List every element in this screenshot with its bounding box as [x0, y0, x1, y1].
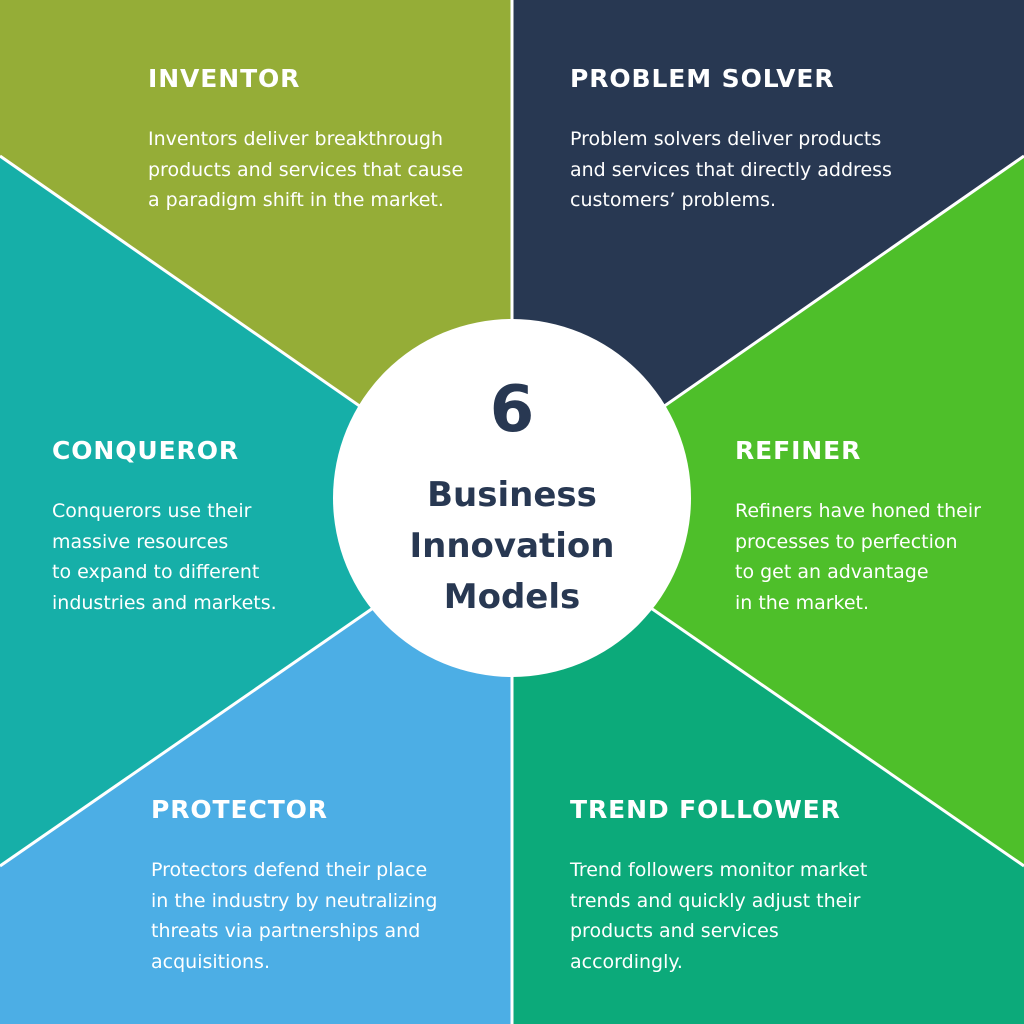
conqueror-line: to expand to different — [52, 561, 260, 583]
segment-protector — [0, 512, 512, 1024]
conqueror-line: Conquerors use their — [52, 500, 252, 522]
center-title: Business Innovation Models — [410, 470, 615, 623]
inventor-line: products and services that cause — [148, 158, 464, 181]
trend-follower-line: trends and quickly adjust their — [570, 889, 861, 912]
problem-solver-description: Problem solvers deliver products and ser… — [570, 124, 892, 216]
trend-follower-title: TREND FOLLOWER — [570, 795, 841, 824]
segment-trend-follower — [512, 512, 1024, 1024]
refiner-title: REFINER — [735, 436, 862, 465]
inventor-line: a paradigm shift in the market. — [148, 189, 444, 211]
trend-follower-line: products and services — [570, 920, 779, 942]
protector-title: PROTECTOR — [151, 795, 328, 824]
segment-refiner — [512, 156, 1024, 866]
protector-block: PROTECTOR Protectors defend their place … — [151, 795, 437, 977]
refiner-line: Refiners have honed their — [735, 500, 981, 522]
segment-conqueror — [0, 156, 512, 866]
problem-solver-line: Problem solvers deliver products — [570, 128, 882, 150]
protector-description: Protectors defend their place in the ind… — [151, 855, 437, 977]
inventor-block: INVENTOR Inventors deliver breakthrough … — [148, 64, 463, 216]
inventor-description: Inventors deliver breakthrough products … — [148, 124, 463, 216]
trend-follower-block: TREND FOLLOWER Trend followers monitor m… — [570, 795, 867, 977]
trend-follower-description: Trend followers monitor market trends an… — [570, 855, 867, 977]
refiner-block: REFINER Refiners have honed their proces… — [735, 436, 981, 618]
center-circle — [333, 319, 691, 677]
center-title-line-3: Models — [443, 576, 581, 617]
center-label: 6 Business Innovation Models — [333, 333, 691, 663]
problem-solver-line: customers’ problems. — [570, 189, 777, 211]
models-count: 6 — [489, 372, 535, 447]
refiner-line: in the market. — [735, 591, 870, 614]
refiner-description: Refiners have honed their processes to p… — [735, 496, 981, 618]
problem-solver-line: and services that directly address — [570, 158, 892, 181]
conqueror-line: industries and markets. — [52, 591, 277, 614]
conqueror-title: CONQUEROR — [52, 436, 240, 465]
protector-line: threats via partnerships and — [151, 920, 421, 942]
conqueror-block: CONQUEROR Conquerors use their massive r… — [52, 436, 277, 618]
trend-follower-line: accordingly. — [570, 950, 683, 973]
protector-line: in the industry by neutralizing — [151, 889, 438, 912]
inventor-title: INVENTOR — [148, 64, 301, 93]
conqueror-line: massive resources — [52, 530, 229, 553]
conqueror-description: Conquerors use their massive resources t… — [52, 496, 277, 618]
problem-solver-block: PROBLEM SOLVER Problem solvers deliver p… — [570, 64, 892, 216]
refiner-line: processes to perfection — [735, 530, 958, 553]
refiner-line: to get an advantage — [735, 561, 929, 583]
problem-solver-title: PROBLEM SOLVER — [570, 64, 835, 93]
protector-line: Protectors defend their place — [151, 859, 428, 881]
center-title-line-1: Business — [427, 474, 597, 515]
trend-follower-line: Trend followers monitor market — [570, 859, 868, 881]
center-title-line-2: Innovation — [409, 525, 615, 566]
inventor-line: Inventors deliver breakthrough — [148, 128, 443, 150]
protector-line: acquisitions. — [151, 950, 270, 973]
